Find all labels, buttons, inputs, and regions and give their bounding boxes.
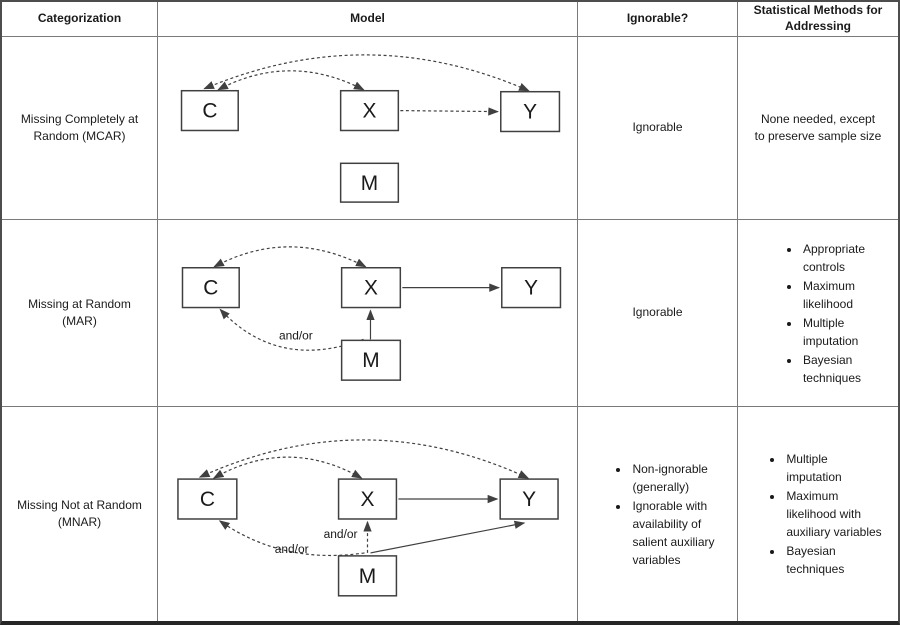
mar-method-item: Maximum likelihood [801,277,865,313]
mcar-diagram: C X Y M [180,54,561,203]
mcar-methods-cell: None needed, except to preserve sample s… [738,37,898,220]
mnar-method-item: Bayesian techniques [784,542,881,578]
mnar-andor-label-1: and/or [324,527,358,541]
mcar-node-y-box [500,90,561,133]
mar-node-y-box [501,266,562,309]
header-ignorable: Ignorable? [578,2,738,37]
mar-model-cell: C X Y M and/or [158,220,578,407]
mar-arc-c-x [213,246,367,268]
mcar-methods-line1: None needed, except [760,111,876,126]
header-methods: Statistical Methods for Addressing [738,2,898,37]
mnar-node-c-box [177,478,238,520]
mnar-node-c-label: C [200,488,215,511]
mcar-arrow-x-y [400,107,499,116]
mcar-node-y-label: Y [523,101,537,124]
mar-name-line2: (MAR) [62,314,97,328]
mcar-categorization-cell: Missing Completely at Random (MCAR) [2,37,158,220]
mnar-methods-list: Multiple imputation Maximum likelihood w… [754,449,881,579]
mcar-node-c-box [180,89,239,132]
mnar-ignorable-list: Non-ignorable (generally) Ignorable with… [600,459,714,570]
mar-method-item: Appropriate controls [801,240,865,276]
mnar-arc-c-y [198,439,530,479]
mcar-node-c-label: C [202,100,217,123]
mar-methods-list: Appropriate controls Maximum likelihood … [771,239,865,388]
mcar-ignorable-cell: Ignorable [578,37,738,220]
mnar-name-line1: Missing Not at Random [17,497,142,512]
mcar-ignorable-text: Ignorable [632,120,683,135]
mnar-arrow-m-y [370,520,526,554]
mcar-name-line1: Missing Completely at [20,111,139,126]
mnar-node-x-box [337,478,398,520]
mnar-andor-label-2: and/or [275,542,309,556]
mar-node-m-box [340,339,402,381]
mcar-arc-c-x [217,70,365,91]
mar-method-item: Bayesian techniques [801,351,865,387]
mcar-arc-c-y [203,54,530,92]
mnar-ignorable-item: Non-ignorable (generally) [630,460,714,496]
mar-name-line1: Missing at Random [28,296,131,311]
mcar-model-cell: C X Y M [158,37,578,220]
mnar-node-x-label: X [361,488,375,511]
mar-node-x-box [340,266,402,309]
header-categorization: Categorization [2,2,158,37]
mnar-node-y-box [499,478,559,520]
mar-ignorable-cell: Ignorable [578,220,738,407]
mnar-diagram: C X Y M and/or and/or [177,439,559,597]
mcar-node-m-label: M [361,172,378,195]
mcar-name-line2: Random (MCAR) [33,129,126,143]
mnar-categorization-cell: Missing Not at Random (MNAR) [2,407,158,621]
mcar-methods-line2: to preserve sample size [754,129,882,143]
mnar-model-cell: C X Y M and/or and/or [158,407,578,621]
header-model: Model [158,2,578,37]
mnar-method-item: Maximum likelihood with auxiliary variab… [784,487,881,541]
mcar-node-m-box [339,162,400,203]
mnar-arrow-m-c [218,520,365,557]
mnar-name-line2: (MNAR) [57,515,102,529]
mar-node-x-label: X [364,277,378,300]
mar-andor-label: and/or [279,328,313,342]
mnar-node-y-label: Y [522,488,536,511]
mar-node-c-label: C [203,277,218,300]
mar-node-m-label: M [362,349,379,372]
mcar-node-x-box [339,89,400,132]
mar-arrow-m-c [219,308,364,351]
mar-diagram: C X Y M and/or [181,246,562,381]
mnar-methods-cell: Multiple imputation Maximum likelihood w… [738,407,898,621]
mar-node-y-label: Y [524,277,538,300]
mar-categorization-cell: Missing at Random (MAR) [2,220,158,407]
mnar-arc-c-x [212,456,363,479]
mar-ignorable-text: Ignorable [632,305,683,320]
mnar-ignorable-item: Ignorable with availability of salient a… [630,497,714,569]
mnar-node-m-label: M [359,565,376,588]
mar-method-item: Multiple imputation [801,314,865,350]
mnar-method-item: Multiple imputation [784,450,881,486]
mnar-node-m-box [337,555,398,597]
mnar-ignorable-cell: Non-ignorable (generally) Ignorable with… [578,407,738,621]
mcar-node-x-label: X [363,100,377,123]
mar-methods-cell: Appropriate controls Maximum likelihood … [738,220,898,407]
mar-node-c-box [181,266,240,309]
